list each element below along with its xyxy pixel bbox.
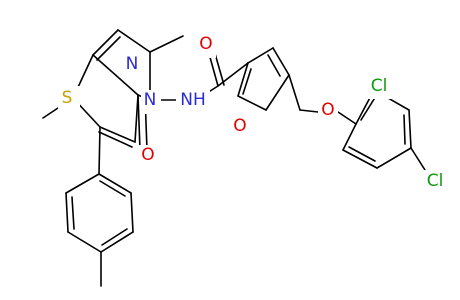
bond: [71, 196, 75, 230]
label-bg: [176, 89, 210, 113]
atom-n1: N: [126, 54, 139, 74]
bond: [137, 94, 141, 151]
bond: [247, 47, 274, 64]
bond: [217, 62, 249, 87]
label-bg: [230, 115, 250, 139]
label-bg: [366, 75, 392, 99]
bond: [360, 95, 377, 121]
bond: [98, 131, 133, 148]
bonds: [42, 29, 426, 287]
atom-labels: S N N NH O O O O Cl Cl: [58, 34, 448, 194]
bond: [98, 173, 132, 194]
atom-n3: N: [144, 90, 157, 110]
bond: [337, 111, 357, 125]
bond: [267, 54, 281, 77]
label-bg: [318, 99, 338, 123]
atom-o-furan: O: [233, 116, 246, 136]
bond: [65, 173, 100, 194]
bond: [149, 35, 184, 53]
bond: [98, 126, 101, 175]
bond: [410, 147, 426, 171]
bond: [101, 228, 128, 246]
bond: [299, 109, 319, 113]
atom-o-amide: O: [199, 34, 212, 54]
bond: [265, 74, 290, 111]
bond: [408, 109, 412, 149]
bond: [67, 231, 102, 253]
atom-cl2: Cl: [427, 171, 444, 191]
label-bg: [141, 90, 161, 114]
bond: [99, 126, 136, 143]
bond: [342, 123, 357, 151]
label-bg: [422, 170, 448, 194]
bond: [288, 74, 301, 111]
bond: [92, 54, 139, 96]
bond: [272, 47, 290, 76]
bond: [65, 192, 69, 233]
atom-cl1: Cl: [371, 76, 388, 96]
bond: [237, 95, 267, 111]
atom-nh: NH: [180, 90, 206, 110]
bond: [117, 29, 151, 53]
bond: [348, 146, 376, 162]
bond: [403, 114, 406, 145]
label-bg: [122, 53, 142, 77]
bond: [376, 147, 412, 169]
label-bg: [138, 145, 158, 169]
label-bg: [58, 86, 80, 110]
bond: [342, 149, 378, 169]
bond: [130, 192, 134, 233]
bond: [92, 29, 119, 56]
bond: [100, 231, 134, 253]
bond: [237, 62, 249, 97]
label-bg: [196, 34, 216, 58]
atom-s1: S: [62, 88, 73, 108]
bond: [96, 36, 121, 61]
atom-o-keto: O: [141, 145, 154, 165]
atom-o-ether: O: [321, 100, 334, 120]
bond: [99, 180, 126, 197]
bond: [242, 68, 252, 95]
